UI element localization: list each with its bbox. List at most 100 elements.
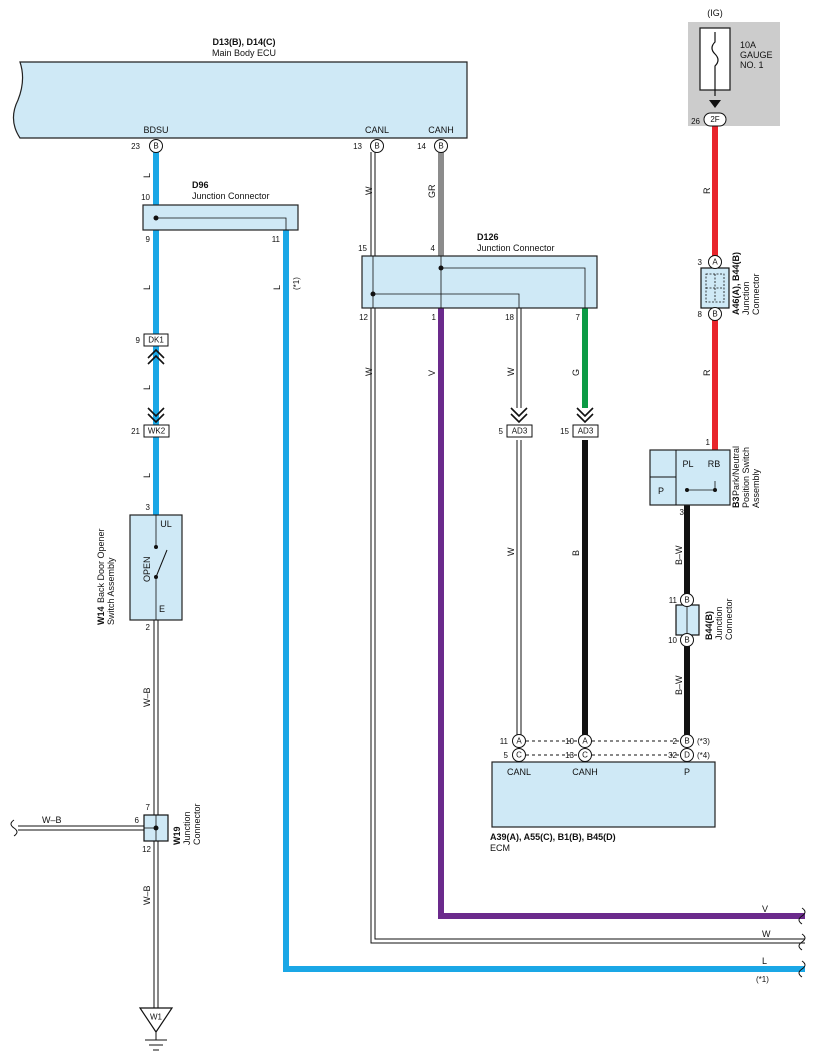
connector-2f — [703, 112, 727, 127]
chevron-down-icon — [147, 407, 165, 424]
main-ecu-pin-bdsu: BDSU — [143, 125, 168, 135]
fuse-name-line1: GAUGE — [740, 50, 773, 60]
pin-number: 2 — [673, 737, 678, 746]
pin-number: 5 — [504, 751, 509, 760]
a46-id: A46(A), B44(B) — [731, 252, 741, 315]
pin-number: 4 — [431, 244, 436, 253]
ecm-canl: CANL — [507, 767, 531, 777]
arrow-down-icon — [709, 100, 721, 108]
fuse-icon — [711, 32, 719, 96]
wire-label-g: G — [571, 369, 581, 376]
main-ecu-pin-canl: CANL — [365, 125, 389, 135]
b3-name3: Assembly — [751, 468, 761, 508]
pin-letter: B — [153, 142, 158, 151]
d126-name: Junction Connector — [477, 243, 555, 253]
wire-label-l: L — [142, 473, 152, 478]
pin-number: 12 — [142, 845, 151, 854]
pin-number: 11 — [272, 235, 281, 244]
b44-label: B44(B) Junction Connector — [704, 598, 734, 640]
ecm-id: A39(A), A55(C), B1(B), B45(D) — [490, 832, 616, 842]
pin-number: 10 — [668, 636, 677, 645]
d126-canl-branch — [373, 293, 520, 308]
pin-circle — [680, 633, 694, 647]
chevron-up-icon — [147, 348, 165, 365]
b3-p: P — [658, 486, 664, 496]
ecm-canh: CANH — [572, 767, 598, 777]
d126-canh-branch — [441, 267, 586, 308]
ground-label: W1 — [150, 1013, 163, 1022]
w19-name2: Connector — [192, 803, 202, 845]
w14-open-label: OPEN — [142, 556, 152, 582]
wire-label-wb: W–B — [42, 815, 62, 825]
a46-internal — [705, 273, 725, 303]
ecm-p: P — [684, 767, 690, 777]
pin-number: 15 — [560, 427, 569, 436]
wire-label-l: L — [762, 956, 767, 966]
d96-box — [142, 204, 299, 231]
wire-label-bw: B–W — [674, 545, 684, 565]
wire-v — [438, 308, 805, 919]
connector-ad3-label: AD3 — [578, 427, 594, 436]
splice-dot — [153, 215, 159, 221]
pin-number: 15 — [358, 244, 367, 253]
pin-number: 1 — [706, 438, 711, 447]
pin-letter: A — [712, 258, 718, 267]
pin-letter: B — [684, 737, 689, 746]
d126-id: D126 — [477, 232, 499, 242]
b3-pl: PL — [682, 459, 693, 469]
pin-number: 1 — [432, 313, 437, 322]
pin-number: 23 — [131, 142, 140, 151]
w14-open: OPEN — [142, 556, 152, 582]
b3-id: B3 — [731, 496, 741, 508]
pin-number: 10 — [141, 193, 150, 202]
wire-label-w: W — [506, 367, 516, 376]
wire-label-r: R — [702, 369, 712, 376]
pin-circle — [370, 139, 384, 153]
wire-w-bottom-outer — [370, 308, 805, 944]
d96-internal — [156, 217, 287, 230]
pin-circle — [680, 734, 694, 748]
pin-number: 9 — [136, 336, 141, 345]
break-icon-v — [798, 907, 806, 925]
switch-contact-icon — [154, 545, 158, 549]
pin-letter: B — [374, 142, 379, 151]
connector-ad3-label: AD3 — [512, 427, 528, 436]
pin-circle — [680, 593, 694, 607]
chevron-down-icon — [576, 407, 594, 424]
wire-label-w: W — [762, 929, 771, 939]
splice-dot — [438, 265, 444, 271]
b3-name2: Position Switch — [741, 447, 751, 508]
pin-number: 8 — [698, 310, 703, 319]
ecm-box — [491, 761, 716, 828]
switch-contact-icon — [154, 575, 158, 579]
pin-number: 26 — [691, 117, 700, 126]
w19-id: W19 — [172, 826, 182, 845]
w14-name1: Back Door Opener — [96, 528, 106, 603]
pin-letter: A — [516, 737, 522, 746]
wire-label-l: L — [142, 173, 152, 178]
w14-id: W14 — [96, 606, 106, 625]
switch-blade-icon — [155, 549, 168, 578]
ground-point — [138, 1007, 174, 1034]
break-icon-w — [798, 933, 806, 951]
wire-label-l: L — [272, 285, 282, 290]
note-4: (*4) — [697, 751, 710, 760]
d96-id: D96 — [192, 180, 209, 190]
d126-box — [361, 255, 598, 309]
wire-label-bw: B–W — [674, 675, 684, 695]
b3-rb: RB — [708, 459, 721, 469]
chevron-down-icon — [510, 407, 528, 424]
pin-number: 11 — [669, 596, 678, 605]
pin-number: 5 — [499, 427, 504, 436]
connector-ad3 — [506, 424, 533, 438]
wire-l-right — [283, 230, 805, 972]
b3-name1: Park/Neutral — [731, 446, 741, 496]
pin-letter: B — [684, 596, 689, 605]
wire-label-l: L — [142, 385, 152, 390]
ground-icon — [145, 1032, 167, 1051]
break-icon-wb — [10, 819, 18, 837]
pin-number: 18 — [505, 313, 514, 322]
connector-2f-label: 2F — [710, 115, 719, 124]
pin-number: 6 — [135, 816, 140, 825]
pin-letter: C — [516, 751, 522, 760]
